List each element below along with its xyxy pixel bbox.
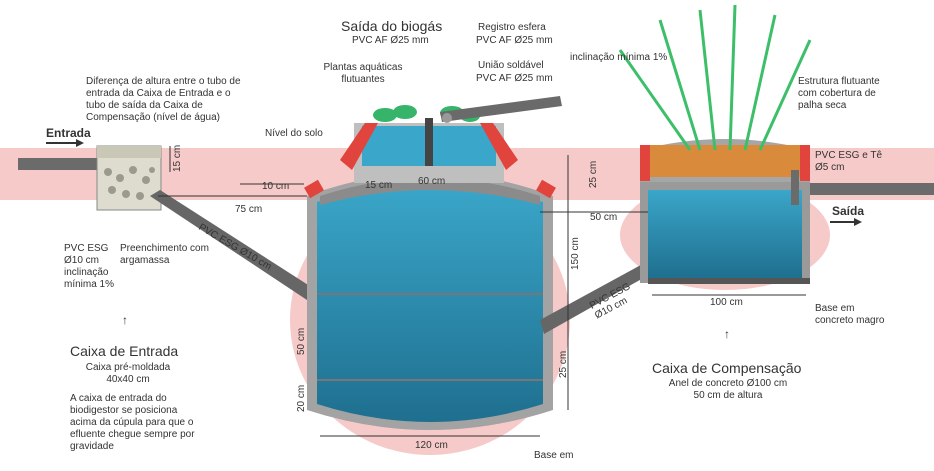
ball-valve-label: Registro esfera <box>478 22 546 33</box>
dim-15-dome: 15 cm <box>365 180 393 191</box>
saida-label: Saída <box>832 204 865 218</box>
ground-level-label: Nível do solo <box>265 128 323 139</box>
dim-50-gap: 50 cm <box>590 212 618 223</box>
dim-50-side: 50 cm <box>296 327 307 355</box>
union-label: União soldável <box>478 60 544 71</box>
base-concrete-right-label: Base em concreto magro <box>815 303 885 326</box>
floating-plants-label: Plantas aquáticas flutuantes <box>323 62 403 85</box>
inlet-box-sub: Caixa pré-moldada 40x40 cm <box>85 362 171 385</box>
union-pipe-label: PVC AF Ø25 mm <box>476 73 553 84</box>
biogas-pipe-label: PVC AF Ø25 mm <box>352 35 429 46</box>
flow-arrows <box>46 139 862 226</box>
biogas-pipe <box>440 96 562 122</box>
inlet-diagonal-pipe <box>150 190 316 302</box>
mortar-fill-label: Preenchimento com argamassa <box>120 243 209 266</box>
inlet-box-desc: A caixa de entrada do biodigestor se pos… <box>70 393 195 452</box>
dim-10: 10 cm <box>262 181 290 192</box>
pvc-esg-te-label: PVC ESG e Tê Ø5 cm <box>815 150 883 173</box>
dim-120: 120 cm <box>415 440 448 451</box>
dim-25-top: 25 cm <box>588 160 599 188</box>
height-diff-label: Diferença de altura entre o tubo de entr… <box>86 76 241 123</box>
inlet-box-pointer: ↑ <box>122 313 128 327</box>
outlet-pipe <box>810 183 934 195</box>
dim-25-side: 25 cm <box>558 350 569 378</box>
compensation-plants <box>618 4 812 151</box>
ball-valve-pipe-label: PVC AF Ø25 mm <box>476 35 553 46</box>
comp-box-sub: Anel de concreto Ø100 cm 50 cm de altura <box>668 378 788 401</box>
dim-20: 20 cm <box>296 384 307 412</box>
inlet-box-title: Caixa de Entrada <box>70 343 179 359</box>
entrada-label: Entrada <box>46 126 91 140</box>
dim-100: 100 cm <box>710 297 743 308</box>
base-concrete-bottom-label: Base em <box>534 450 574 461</box>
min-slope-top-label: inclinação mínima 1% <box>570 52 668 63</box>
top-tank <box>340 105 518 183</box>
inlet-box <box>96 145 162 211</box>
compensation-box <box>640 139 810 284</box>
dim-60: 60 cm <box>418 176 446 187</box>
digester <box>304 173 556 430</box>
dim-75: 75 cm <box>235 204 263 215</box>
inlet-pipe <box>18 158 100 170</box>
dim-15-inlet: 15 cm <box>172 144 183 172</box>
ball-valve <box>442 113 452 123</box>
biogas-outlet-label: Saída do biogás <box>341 18 443 34</box>
dim-150: 150 cm <box>570 237 581 270</box>
comp-box-pointer: ↑ <box>724 327 730 341</box>
comp-box-title: Caixa de Compensação <box>652 360 802 376</box>
floating-structure-label: Estrutura flutuante com cobertura de pal… <box>798 76 880 111</box>
pvc-esg-left-label: PVC ESG Ø10 cm inclinação mínima 1% <box>64 243 115 290</box>
dimension-lines <box>158 146 806 437</box>
